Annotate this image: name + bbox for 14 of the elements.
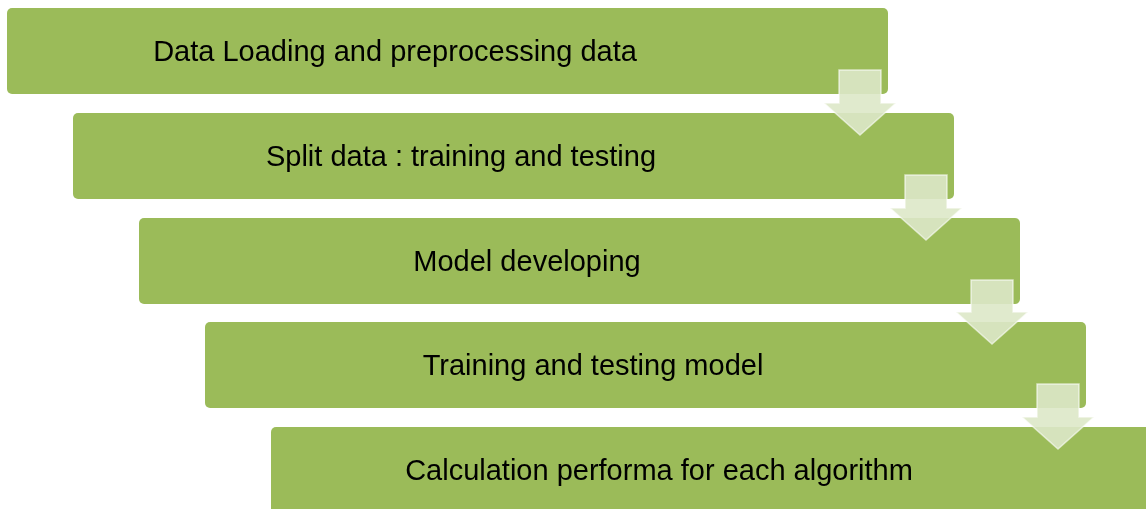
down-arrow xyxy=(822,69,898,136)
down-arrow xyxy=(954,279,1030,345)
down-arrow xyxy=(1020,383,1096,450)
process-box xyxy=(7,8,888,94)
process-box xyxy=(205,322,1086,408)
step-label: Calculation performa for each algorithm xyxy=(405,453,913,487)
process-box xyxy=(73,113,954,199)
step-label: Split data : training and testing xyxy=(265,139,657,173)
down-arrow xyxy=(888,174,964,241)
process-box xyxy=(271,427,1146,509)
step-label: Model developing xyxy=(413,244,641,278)
step-label: Training and testing model xyxy=(422,348,764,382)
process-box xyxy=(139,218,1020,304)
step-label: Data Loading and preprocessing data xyxy=(153,34,637,68)
